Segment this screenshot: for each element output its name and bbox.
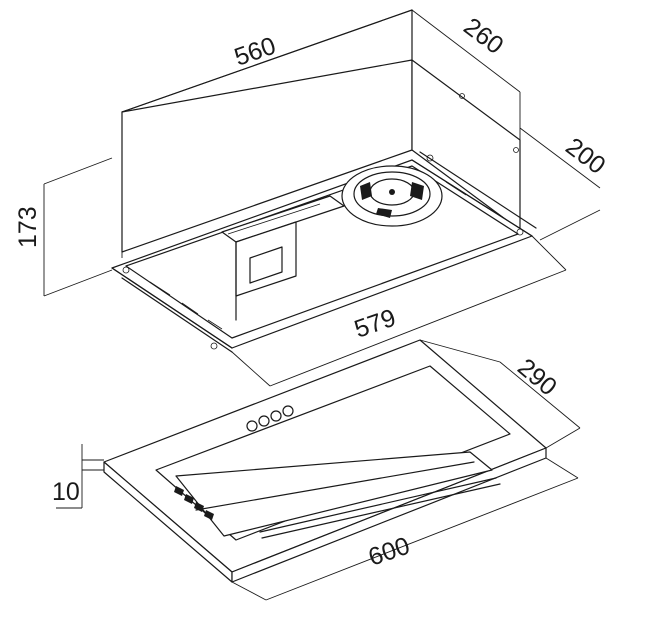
dimension-line [265,477,579,601]
dim-label-290: 290 [512,353,562,401]
extension-line [545,457,579,479]
control-housing-detail [279,195,331,213]
dim-label-560: 560 [231,32,280,72]
vent-slots [174,486,214,520]
dimension-line [411,9,521,93]
rail-slots [149,281,223,330]
control-housing-detail [227,203,321,235]
extension-line-top [43,157,113,185]
screw-mark [513,147,519,153]
control-button-2[interactable] [258,415,270,427]
front-panel [103,339,547,583]
dimension-line [519,127,601,189]
dim-label-600: 600 [365,532,414,572]
dimension-173: 173 [14,157,113,297]
hood-box [111,9,537,353]
rail-hole [210,342,218,350]
dim-label-260: 260 [458,12,508,59]
control-housing-top [221,195,345,243]
panel-recess-line [195,461,475,511]
rail-slots [445,181,495,213]
control-housing-window [249,246,283,284]
rail-right-inner [419,151,537,229]
extension-line [231,351,271,387]
screw-mark [459,93,465,99]
dimension-line [269,269,567,387]
dimension-200: 200 [519,127,611,241]
control-buttons [246,405,294,432]
control-button-1[interactable] [246,420,258,432]
fan-mid-ring [353,171,431,217]
control-button-3[interactable] [270,410,282,422]
rail-right [411,159,533,237]
extension-line [545,427,581,449]
rail-hole [426,154,434,162]
dimension-10: 10 [52,444,104,509]
dim-label-10: 10 [52,478,80,506]
dimension-line [499,361,581,429]
dim-label-173: 173 [14,206,42,248]
rail-left [111,267,233,349]
control-button-4[interactable] [282,405,294,417]
dimension-line [121,9,413,113]
fan-axle [389,189,395,195]
fan-motor [341,165,443,227]
extension-line [231,581,267,601]
dim-label-200: 200 [560,132,610,179]
extension-line [539,209,601,241]
rail-left-inner [121,277,233,353]
extension-line [531,235,567,271]
extension-line [419,339,501,363]
rail-hole [122,266,130,274]
rail-hole [516,228,524,236]
led-strip [259,477,497,533]
extension-line-bottom [43,269,113,297]
led-strip-lower [261,483,501,539]
fan-blades [360,182,424,218]
